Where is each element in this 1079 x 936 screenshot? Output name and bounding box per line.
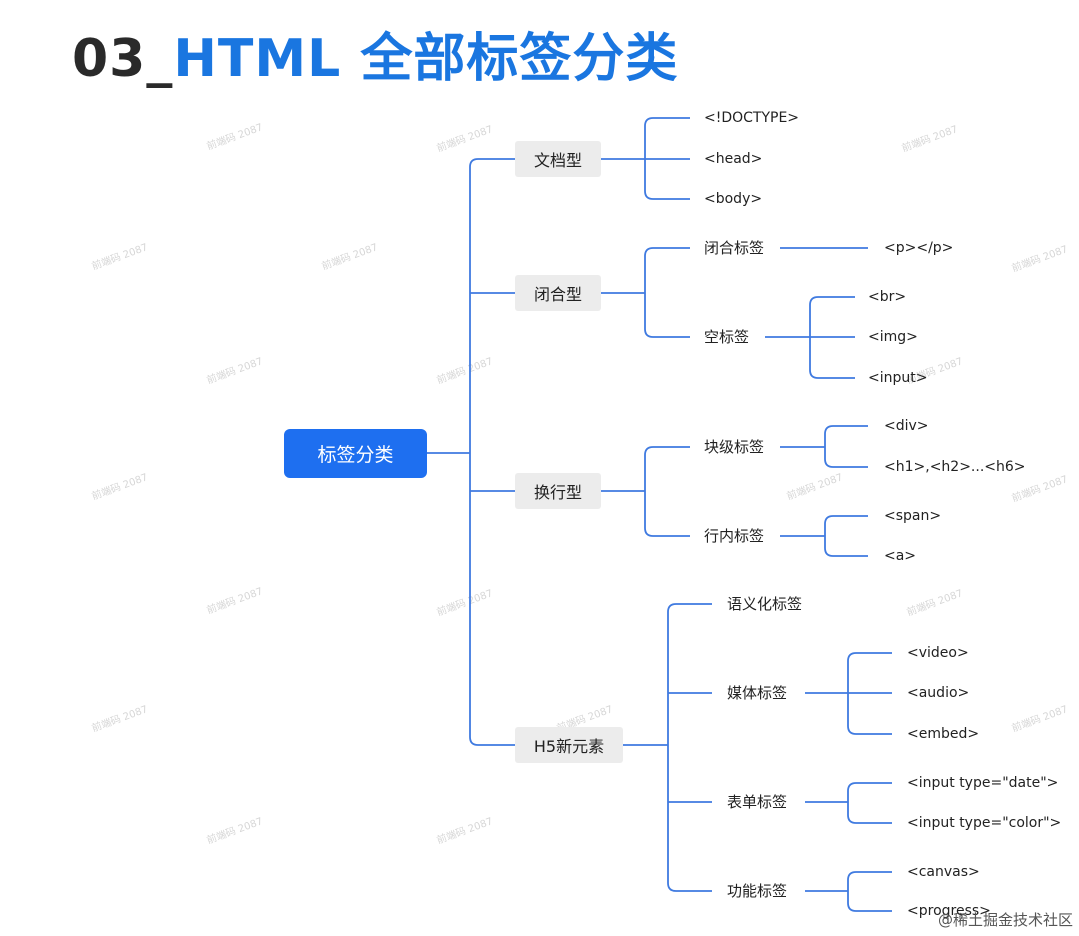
leaf-head: <head> (704, 151, 763, 167)
category-doc: 文档型 (515, 141, 601, 177)
page-title: 03_HTML 全部标签分类 (72, 24, 678, 94)
leaf-progress: <progress> (907, 903, 991, 919)
leaf-input-color: <input type="color"> (907, 815, 1062, 831)
leaf-input: <input> (868, 370, 928, 386)
sub-semantic-tag: 语义化标签 (727, 595, 803, 613)
leaf-p: <p></p> (884, 240, 954, 256)
sub-form-tag: 表单标签 (727, 793, 788, 811)
leaf-headings: <h1>,<h2>...<h6> (884, 459, 1026, 475)
source-watermark: @稀土掘金技术社区 (937, 911, 1073, 929)
leaf-doctype: <!DOCTYPE> (704, 110, 800, 126)
sub-inline-tag: 行内标签 (704, 527, 765, 545)
leaf-input-date: <input type="date"> (907, 775, 1059, 791)
leaf-div: <div> (884, 418, 929, 434)
sub-empty-tag: 空标签 (704, 328, 750, 346)
root-node: 标签分类 (284, 429, 427, 478)
category-h5: H5新元素 (515, 727, 623, 763)
leaf-canvas: <canvas> (907, 864, 980, 880)
leaf-embed: <embed> (907, 726, 980, 742)
title-text: HTML 全部标签分类 (173, 29, 679, 89)
leaf-span: <span> (884, 508, 942, 524)
title-number: 03_ (72, 29, 174, 89)
leaf-audio: <audio> (907, 685, 970, 701)
sub-media-tag: 媒体标签 (727, 684, 788, 702)
sub-function-tag: 功能标签 (727, 882, 788, 900)
sub-block-tag: 块级标签 (704, 438, 765, 456)
leaf-a: <a> (884, 548, 917, 564)
leaf-img: <img> (868, 329, 918, 345)
sub-closed-tag: 闭合标签 (704, 239, 765, 257)
leaf-br: <br> (868, 289, 907, 305)
category-closure: 闭合型 (515, 275, 601, 311)
category-flow: 换行型 (515, 473, 601, 509)
leaf-video: <video> (907, 645, 969, 661)
leaf-body: <body> (704, 191, 763, 207)
